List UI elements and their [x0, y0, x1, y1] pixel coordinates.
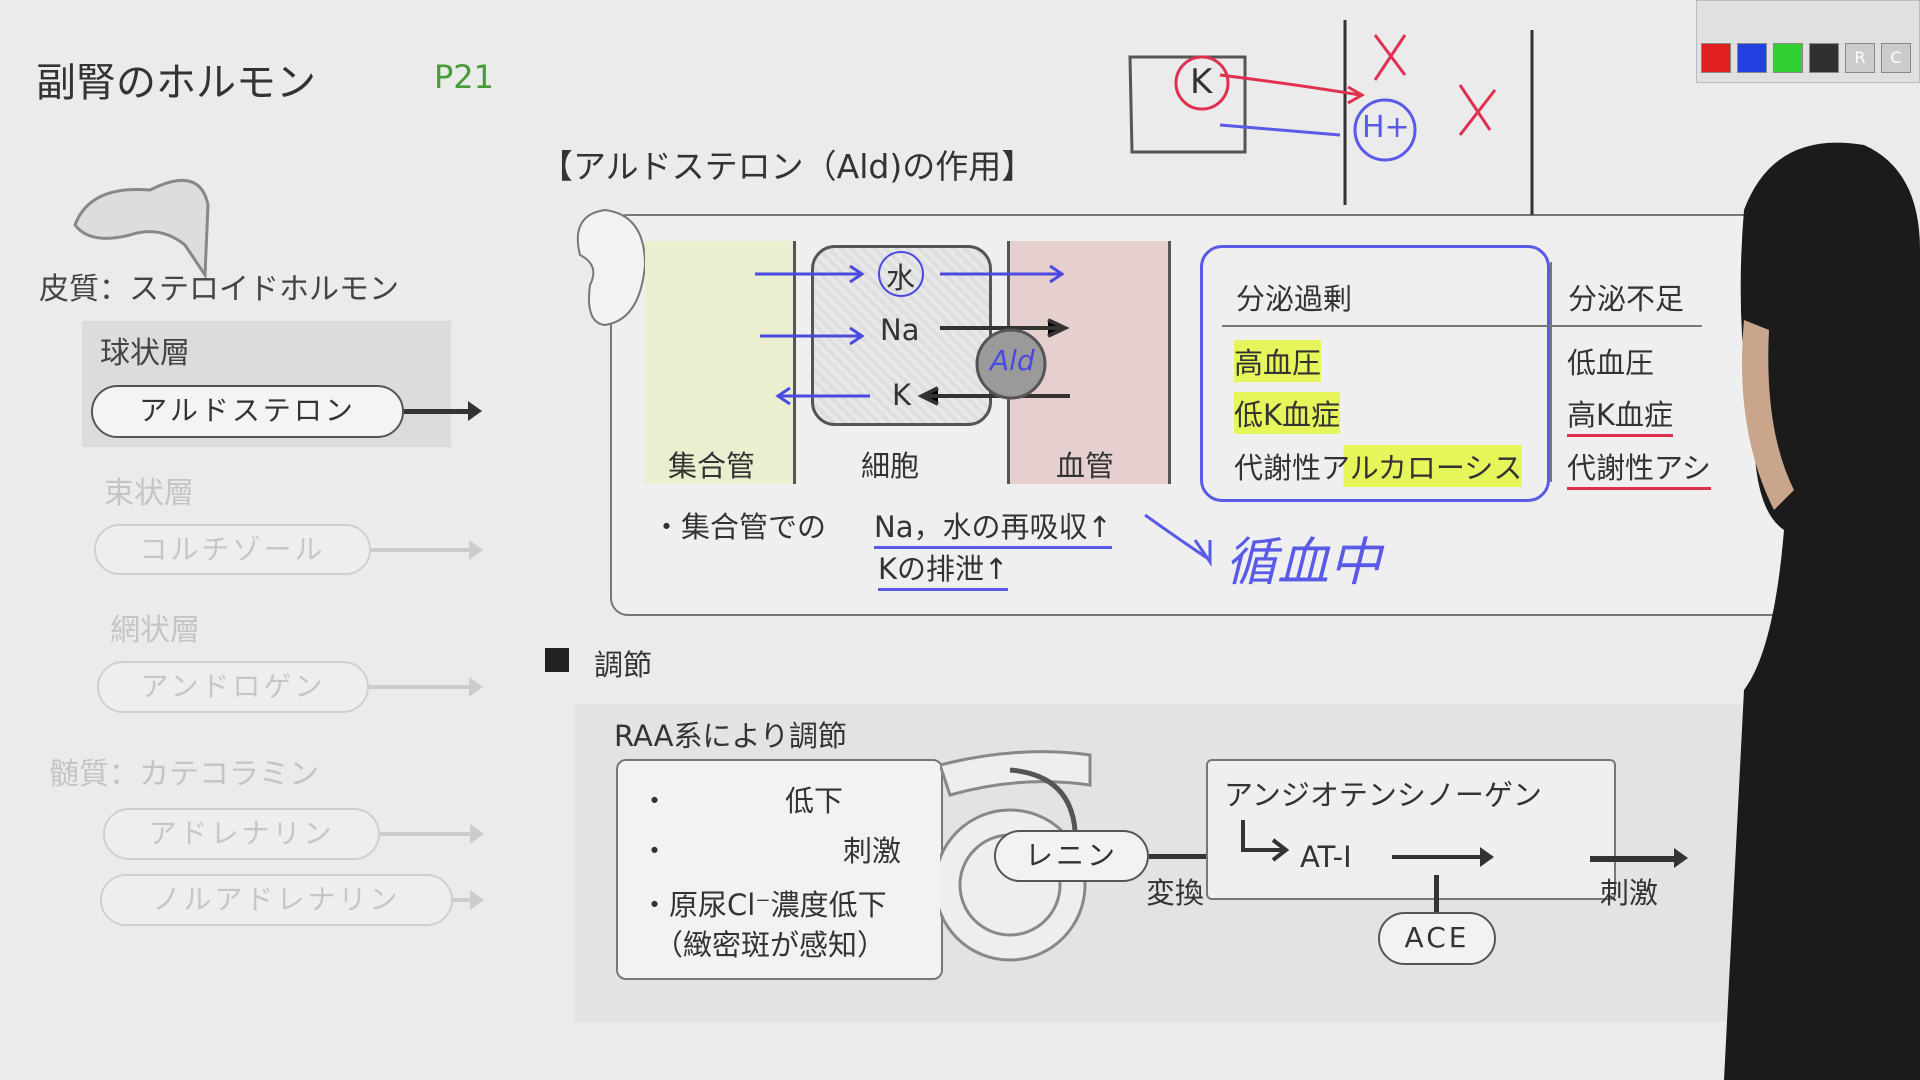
r-button[interactable]: R	[1845, 43, 1875, 73]
adrenal-gland-icon	[73, 178, 210, 280]
c-button[interactable]: C	[1881, 43, 1911, 73]
arrow-icon	[1392, 847, 1494, 867]
arrow-icon	[404, 401, 482, 421]
cell-label: 細胞	[861, 449, 920, 483]
renin-pill[interactable]: レニン	[994, 830, 1149, 882]
page-title: 副腎のホルモン	[36, 60, 316, 106]
aldosterone-heading: 【アルドステロン（Ald)の作用】	[540, 147, 1035, 186]
transport-arrows	[755, 251, 1070, 406]
zone-label: 球状層	[100, 336, 190, 371]
pen-color-palette: R C	[1696, 0, 1920, 83]
green-swatch[interactable]	[1773, 43, 1803, 73]
androgen-pill[interactable]: アンドロゲン	[97, 661, 369, 713]
regulation-heading: 調節	[594, 648, 653, 682]
arrow-icon	[369, 677, 483, 697]
presenter-person	[1724, 142, 1920, 1080]
convert-label: 変換	[1146, 876, 1205, 910]
collecting-duct-region	[645, 241, 793, 484]
deficit-item: 低血圧	[1567, 346, 1655, 380]
excess-item: 低K血症	[1234, 392, 1341, 434]
arrow-icon	[453, 890, 484, 910]
bent-arrow-icon	[1241, 820, 1290, 862]
excess-table	[1200, 245, 1550, 502]
condition: ・ 刺激	[640, 834, 902, 868]
adrenaline-pill[interactable]: アドレナリン	[103, 808, 380, 860]
excess-header: 分泌過剰	[1236, 282, 1353, 316]
angiotensinogen-label: アンジオテンシノーゲン	[1224, 778, 1542, 812]
arrow-icon	[371, 540, 483, 560]
regulation-subtitle: RAA系により調節	[614, 719, 847, 753]
annotation-k: K	[1190, 62, 1213, 102]
medulla-label: 髄質：カテコラミン	[49, 757, 319, 792]
blue-swatch[interactable]	[1737, 43, 1767, 73]
at1-label: AT-Ⅰ	[1300, 840, 1352, 874]
excess-item: 高血圧	[1234, 340, 1322, 382]
na-label: Na	[880, 313, 920, 347]
k-label: K	[892, 378, 912, 412]
square-bullet-icon	[545, 648, 569, 672]
vessel-label: 血管	[1056, 449, 1115, 483]
bullet-line-2: Kの排泄↑	[878, 546, 1009, 591]
deficit-header: 分泌不足	[1568, 282, 1685, 316]
duct-label: 集合管	[668, 449, 756, 483]
bullet-prefix: ・集合管での	[652, 510, 827, 544]
condition: （緻密斑が感知）	[654, 928, 887, 962]
handwritten-note: 循血中	[1225, 533, 1382, 593]
zone-label: 束状層	[104, 476, 194, 511]
condition: ・原尿Cl⁻濃度低下	[640, 888, 887, 922]
deficit-item: 高K血症	[1567, 392, 1674, 437]
aldosterone-pill[interactable]: アルドステロン	[91, 385, 404, 438]
black-swatch[interactable]	[1809, 43, 1839, 73]
handwritten-annotations	[1128, 20, 1534, 215]
cortisol-pill[interactable]: コルチゾール	[94, 524, 371, 575]
condition: ・ 低下	[640, 784, 844, 818]
zone-label: 網状層	[110, 613, 200, 648]
up-arrow-icon	[1434, 875, 1439, 913]
water-label: 水	[886, 261, 916, 295]
angiotensin-box	[1206, 759, 1616, 900]
ald-label: Ald	[990, 344, 1035, 377]
deficit-item: 代謝性アシ	[1567, 445, 1711, 490]
annotation-h: H+	[1362, 110, 1410, 145]
stimulate-label: 刺激	[1600, 876, 1659, 910]
arrow-icon	[380, 824, 484, 844]
noradrenaline-pill[interactable]: ノルアドレナリン	[100, 874, 453, 926]
page-number: P21	[434, 58, 495, 96]
red-swatch[interactable]	[1701, 43, 1731, 73]
excess-item: 代謝性アルカローシス	[1234, 445, 1523, 487]
cortex-label: 皮質：ステロイドホルモン	[39, 272, 399, 307]
arrow-icon	[1590, 848, 1688, 868]
kidney-icon	[576, 208, 647, 327]
arrow-icon	[1149, 846, 1226, 866]
ace-pill[interactable]: ACE	[1378, 912, 1496, 965]
bullet-line-1: Na，水の再吸収↑	[874, 504, 1112, 549]
handwritten-arrow	[1144, 513, 1212, 567]
